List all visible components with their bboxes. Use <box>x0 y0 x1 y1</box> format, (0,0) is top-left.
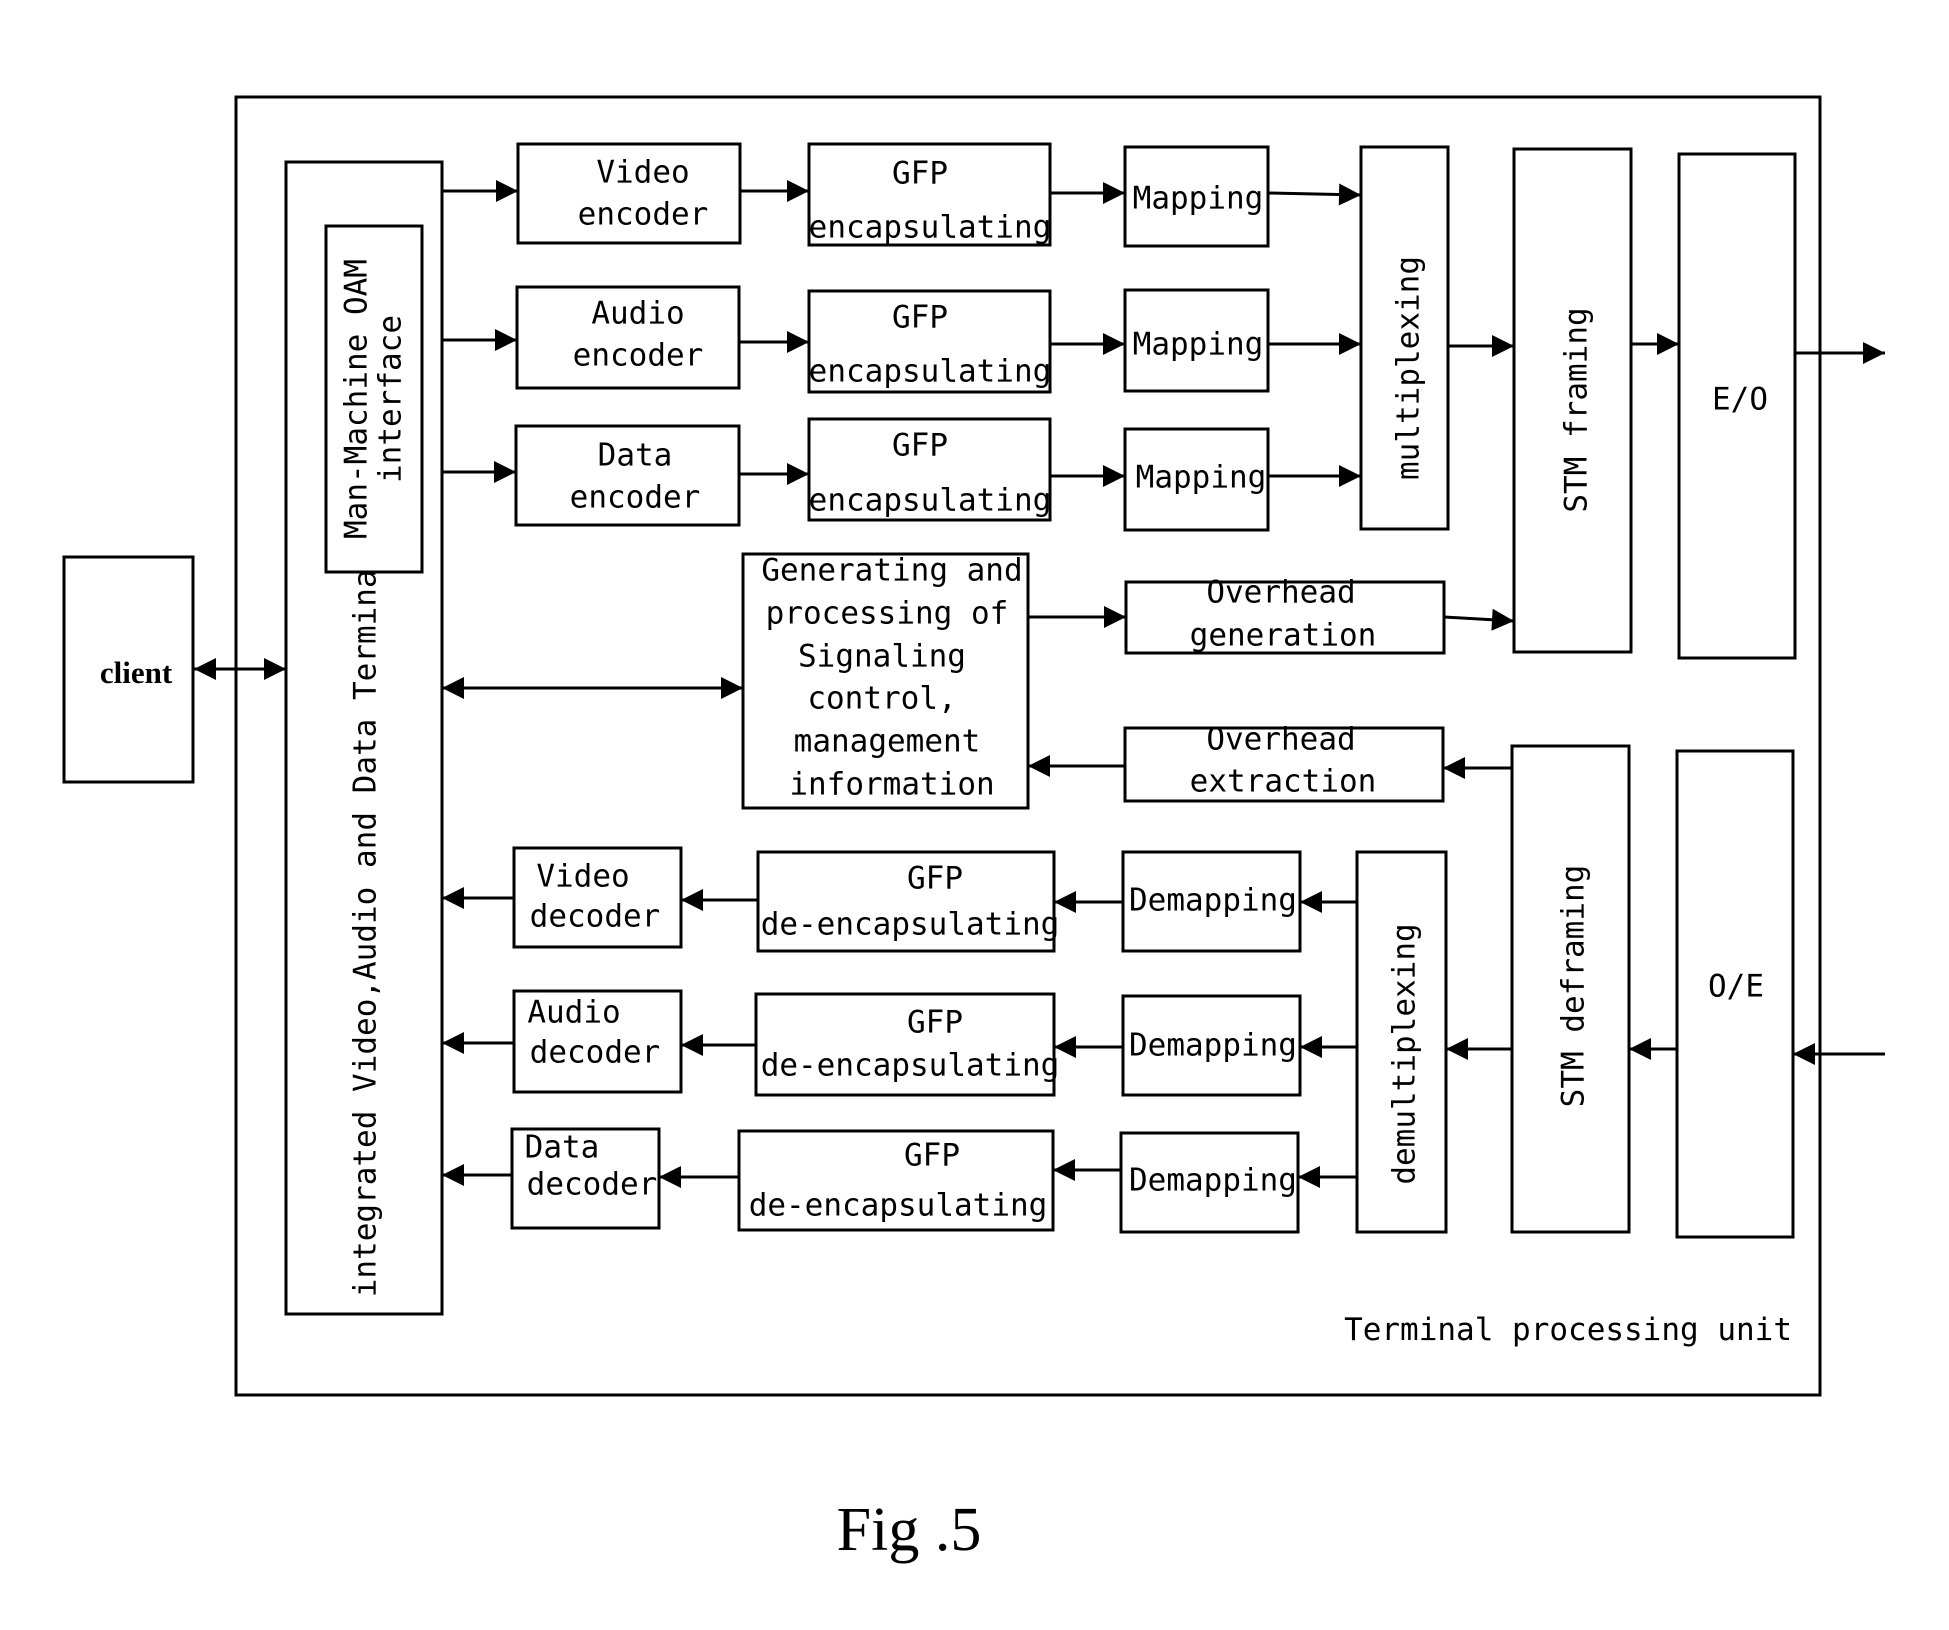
demapping-video-box: Demapping <box>1123 852 1300 951</box>
gfp-encap-audio-line2: encapsulating <box>809 354 1052 390</box>
gfp-decap-audio-line1: GFP <box>907 1005 963 1041</box>
gfp-encap-video-line2: encapsulating <box>809 210 1052 246</box>
audio-decoder-line1: Audio <box>527 995 620 1031</box>
signaling-control-box: Generating and processing of Signaling c… <box>743 553 1028 809</box>
integrated-terminal-label: integrated Video,Audio and Data Terminal <box>348 551 384 1298</box>
eo-label: E/O <box>1712 382 1768 418</box>
audio-decoder-line2: decoder <box>530 1035 661 1071</box>
mapping-data-box: Mapping <box>1125 429 1268 530</box>
stm-deframing-label: STM deframing <box>1556 865 1592 1108</box>
signaling-line3: Signaling <box>798 639 966 675</box>
client-box: client <box>64 557 193 782</box>
data-decoder-line2: decoder <box>527 1167 658 1203</box>
overhead-generation-line1: Overhead <box>1206 575 1355 611</box>
signaling-line4: control, <box>807 681 956 717</box>
stm-deframing-box: STM deframing <box>1512 746 1629 1232</box>
signaling-line2: processing of <box>766 596 1009 632</box>
overhead-generation-box: Overhead generation <box>1126 575 1444 654</box>
figure-caption: Fig .5 <box>837 1496 982 1564</box>
overhead-extraction-line2: extraction <box>1190 764 1377 800</box>
oam-label-line1: Man-Machine OAM <box>339 259 375 539</box>
demultiplexing-box: demultiplexing <box>1357 852 1446 1232</box>
gfp-encap-video-line1: GFP <box>892 156 948 192</box>
audio-encoder-box: Audio encoder <box>517 287 739 388</box>
mapping-audio-box: Mapping <box>1125 290 1268 391</box>
stm-framing-box: STM framing <box>1514 149 1631 652</box>
data-encoder-box: Data encoder <box>516 426 739 525</box>
client-label: client <box>100 655 173 690</box>
video-decoder-line1: Video <box>536 859 629 895</box>
gfp-encap-audio-line1: GFP <box>892 300 948 336</box>
mapping-video-label: Mapping <box>1133 181 1264 217</box>
oam-label-line2: interface <box>373 315 409 483</box>
gfp-encap-data-line1: GFP <box>892 428 948 464</box>
gfp-decap-data-line2: de-encapsulating <box>749 1188 1048 1224</box>
signaling-line1: Generating and <box>761 553 1022 589</box>
oam-interface-box: Man-Machine OAM interface <box>326 226 422 572</box>
terminal-processing-unit-label: Terminal processing unit <box>1344 1312 1792 1348</box>
gfp-decap-data-line1: GFP <box>904 1138 960 1174</box>
video-encoder-line1: Video <box>596 155 689 191</box>
video-encoder-line2: encoder <box>578 197 709 233</box>
gfp-encap-data-line2: encapsulating <box>809 483 1052 519</box>
mapping-audio-label: Mapping <box>1133 327 1264 363</box>
multiplexing-label: multiplexing <box>1391 256 1427 480</box>
demapping-audio-label: Demapping <box>1129 1028 1297 1064</box>
demapping-data-label: Demapping <box>1129 1163 1297 1199</box>
overhead-extraction-box: Overhead extraction <box>1125 722 1443 802</box>
mapping-data-label: Mapping <box>1136 460 1267 496</box>
data-decoder-box: Data decoder <box>512 1129 659 1228</box>
demapping-data-box: Demapping <box>1121 1133 1298 1232</box>
gfp-encapsulating-data-box: GFP encapsulating <box>809 419 1052 520</box>
gfp-deencapsulating-data-box: GFP de-encapsulating <box>739 1131 1053 1230</box>
signaling-line5: management <box>794 724 981 760</box>
mapping-video-box: Mapping <box>1125 147 1268 246</box>
gfp-encapsulating-video-box: GFP encapsulating <box>809 144 1052 246</box>
gfp-encapsulating-audio-box: GFP encapsulating <box>809 291 1052 392</box>
gfp-deencapsulating-audio-box: GFP de-encapsulating <box>756 994 1059 1095</box>
eo-box: E/O <box>1679 154 1795 658</box>
arrow-overhead-gen-stm <box>1444 617 1514 621</box>
signaling-line6: information <box>789 767 994 803</box>
video-decoder-line2: decoder <box>530 899 661 935</box>
demapping-video-label: Demapping <box>1129 883 1297 919</box>
stm-framing-label: STM framing <box>1559 307 1595 512</box>
video-decoder-box: Video decoder <box>514 848 681 947</box>
oe-box: O/E <box>1677 751 1793 1237</box>
audio-encoder-line2: encoder <box>573 338 704 374</box>
demultiplexing-label: demultiplexing <box>1387 923 1423 1184</box>
audio-encoder-line1: Audio <box>591 296 684 332</box>
gfp-deencapsulating-video-box: GFP de-encapsulating <box>758 852 1059 951</box>
overhead-extraction-line1: Overhead <box>1206 722 1355 758</box>
demapping-audio-box: Demapping <box>1123 996 1300 1095</box>
gfp-decap-video-line1: GFP <box>907 861 963 897</box>
gfp-decap-audio-line2: de-encapsulating <box>761 1048 1060 1084</box>
arrow-mapping-mux-video <box>1268 193 1361 195</box>
gfp-decap-video-line2: de-encapsulating <box>761 907 1060 943</box>
video-encoder-box: Video encoder <box>518 144 740 243</box>
audio-decoder-box: Audio decoder <box>514 991 681 1092</box>
data-encoder-line2: encoder <box>570 480 701 516</box>
overhead-generation-line2: generation <box>1190 618 1377 654</box>
multiplexing-box: multiplexing <box>1361 147 1448 529</box>
data-encoder-line1: Data <box>598 438 673 474</box>
data-decoder-line1: Data <box>525 1130 600 1166</box>
oe-label: O/E <box>1708 969 1764 1005</box>
